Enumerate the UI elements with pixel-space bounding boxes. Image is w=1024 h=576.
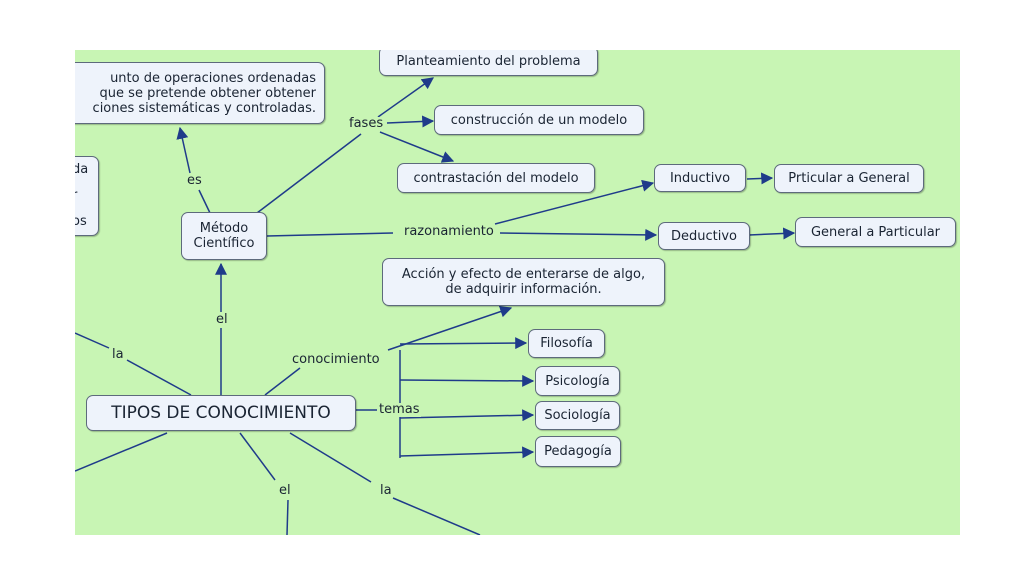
node-filosofia[interactable]: Filosofía xyxy=(528,329,605,358)
node-psicologia[interactable]: Psicología xyxy=(535,366,620,396)
edge-conocimiento-accion xyxy=(387,305,513,351)
node-particular-general[interactable]: Prticular a General xyxy=(774,164,924,193)
node-metodo-text: Método Científico xyxy=(193,221,255,251)
edge-inductivo-pg xyxy=(746,172,774,185)
node-left-cut[interactable]: da r os xyxy=(75,156,99,236)
node-psicologia-text: Psicología xyxy=(545,373,610,389)
link-label-es: es xyxy=(186,173,203,188)
edge-deductivo-gp xyxy=(748,227,796,240)
node-deductivo[interactable]: Deductivo xyxy=(658,222,750,250)
node-filosofia-text: Filosofía xyxy=(540,336,593,351)
node-planteamiento[interactable]: Planteamiento del problema xyxy=(379,50,598,76)
node-general-particular-text: General a Particular xyxy=(810,224,941,240)
node-tipos-text: TIPOS DE CONOCIMIENTO xyxy=(111,402,331,423)
node-definicion-text: unto de operaciones ordenadas que se pre… xyxy=(92,70,316,116)
node-planteamiento-text: Planteamiento del problema xyxy=(396,53,581,69)
edge-tipos-la-bottom xyxy=(289,432,372,483)
node-pedagogia[interactable]: Pedagogía xyxy=(535,436,621,467)
edge-es-definicion xyxy=(176,126,191,174)
node-definicion[interactable]: unto de operaciones ordenadas que se pre… xyxy=(75,62,325,124)
link-label-conocimiento: conocimiento xyxy=(291,352,381,367)
edge-fases-planteamiento xyxy=(377,77,434,118)
node-tipos-de-conocimiento[interactable]: TIPOS DE CONOCIMIENTO xyxy=(86,395,356,431)
edge-metodo-es xyxy=(198,189,211,214)
node-contrastacion-text: contrastación del modelo xyxy=(413,170,579,186)
edge-metodo-razonamiento xyxy=(266,232,394,237)
edge-la-bottom-down xyxy=(392,497,481,535)
link-label-el: el xyxy=(215,312,229,327)
node-construccion[interactable]: construcción de un modelo xyxy=(434,105,644,135)
edge-razonamiento-deductivo xyxy=(499,228,658,241)
edge-tipos-bottom-left xyxy=(75,432,168,472)
edge-temas-pedagogia xyxy=(399,446,535,459)
edge-la-tipos xyxy=(126,359,192,396)
link-label-la: la xyxy=(111,347,125,362)
node-accion-text: Acción y efecto de enterarse de algo, de… xyxy=(401,267,646,297)
link-label-el-bottom: el xyxy=(278,483,292,498)
concept-map-edges xyxy=(75,77,796,535)
node-metodo-cientifico[interactable]: Método Científico xyxy=(181,212,267,260)
edge-temas-filosofia xyxy=(399,337,528,350)
node-particular-general-text: Prticular a General xyxy=(788,171,910,186)
node-sociologia[interactable]: Sociología xyxy=(535,401,620,430)
concept-map-canvas: es fases razonamiento el la conocimiento… xyxy=(75,50,960,535)
node-left-cut-text: da r os xyxy=(75,162,89,229)
node-contrastacion[interactable]: contrastación del modelo xyxy=(397,163,595,193)
node-inductivo[interactable]: Inductivo xyxy=(654,164,746,192)
edge-temas-sociologia xyxy=(399,409,535,422)
edge-offscreen-la xyxy=(75,332,110,349)
node-inductivo-text: Inductivo xyxy=(669,170,731,186)
node-sociologia-text: Sociología xyxy=(544,408,611,423)
edge-tipos-conocimiento xyxy=(264,367,301,396)
edge-el-bottom-down xyxy=(286,499,289,535)
link-label-razonamiento: razonamiento xyxy=(403,224,495,239)
edge-metodo-fases xyxy=(256,133,362,214)
node-accion[interactable]: Acción y efecto de enterarse de algo, de… xyxy=(382,258,665,306)
edge-razonamiento-inductivo xyxy=(494,179,655,225)
link-label-temas: temas xyxy=(378,402,421,417)
edge-tipos-el-bottom xyxy=(239,432,276,481)
link-label-fases: fases xyxy=(348,116,385,131)
edge-fases-contrastacion xyxy=(379,131,455,163)
edge-fases-construccion xyxy=(386,115,435,128)
node-deductivo-text: Deductivo xyxy=(670,228,737,244)
node-pedagogia-text: Pedagogía xyxy=(544,444,612,459)
node-construccion-text: construcción de un modelo xyxy=(450,112,628,128)
link-label-la-bottom: la xyxy=(379,483,393,498)
node-general-particular[interactable]: General a Particular xyxy=(795,217,956,247)
edge-temas-psicologia xyxy=(399,374,535,387)
